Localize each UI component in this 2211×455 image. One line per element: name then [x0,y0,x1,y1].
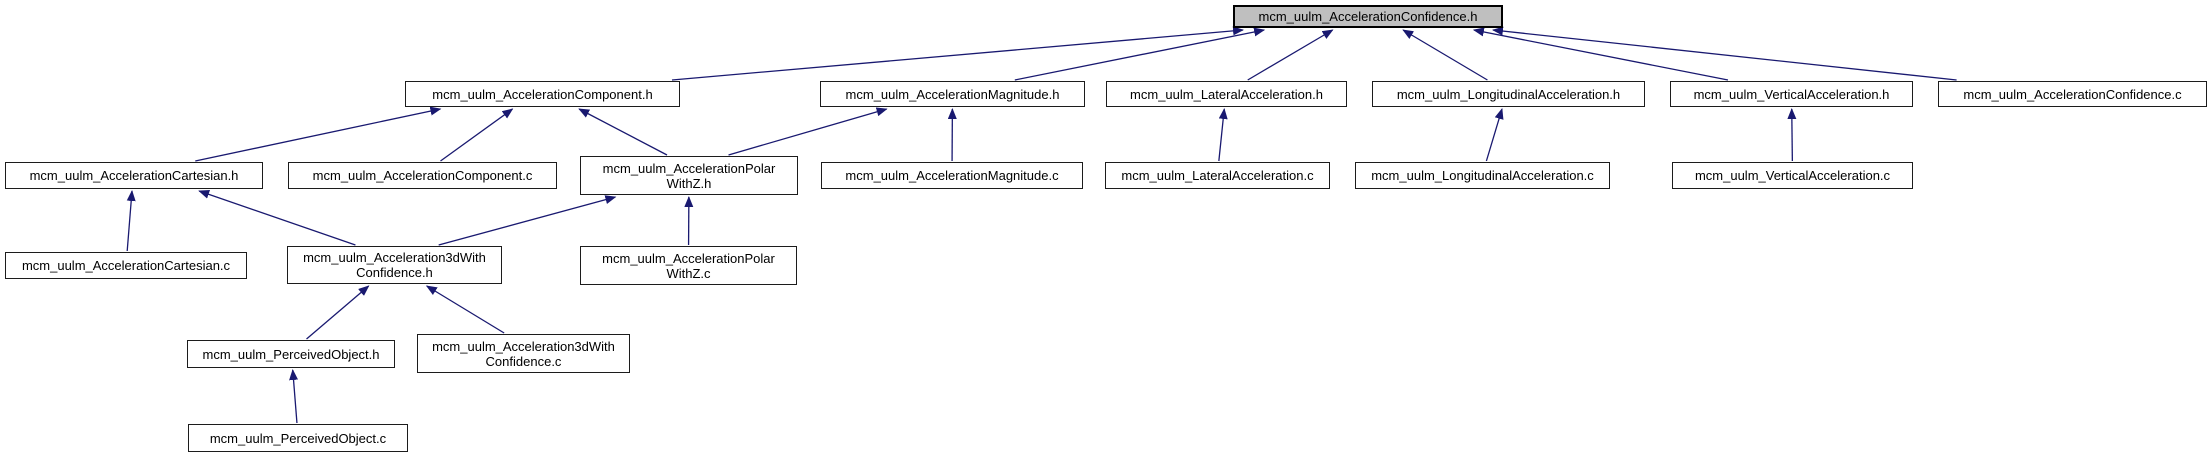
node-acceleration-polar-withz-c[interactable]: mcm_uulm_AccelerationPolar WithZ.c [580,246,797,285]
node-acceleration-magnitude-h[interactable]: mcm_uulm_AccelerationMagnitude.h [820,81,1085,107]
node-vertical-acceleration-c[interactable]: mcm_uulm_VerticalAcceleration.c [1672,162,1913,189]
node-perceived-object-c[interactable]: mcm_uulm_PerceivedObject.c [188,424,408,452]
node-label: mcm_uulm_LateralAcceleration.c [1121,168,1314,183]
node-acceleration-cartesian-c[interactable]: mcm_uulm_AccelerationCartesian.c [5,252,247,279]
node-label: mcm_uulm_Acceleration3dWith Confidence.h [303,250,486,280]
node-label: mcm_uulm_AccelerationConfidence.h [1258,9,1478,24]
node-label: mcm_uulm_LongitudinalAcceleration.h [1396,86,1621,102]
node-label: mcm_uulm_AccelerationConfidence.c [1963,86,2182,102]
node-acceleration-polar-withz-h[interactable]: mcm_uulm_AccelerationPolar WithZ.h [580,156,798,195]
node-label: mcm_uulm_VerticalAcceleration.c [1694,168,1891,183]
node-vertical-acceleration-h[interactable]: mcm_uulm_VerticalAcceleration.h [1670,81,1913,107]
node-label: mcm_uulm_LateralAcceleration.h [1130,86,1323,102]
node-acceleration-confidence-h[interactable]: mcm_uulm_AccelerationConfidence.h [1233,5,1503,28]
node-acceleration-magnitude-c[interactable]: mcm_uulm_AccelerationMagnitude.c [821,162,1083,189]
node-label: mcm_uulm_AccelerationMagnitude.c [845,168,1059,183]
node-longitudinal-acceleration-h[interactable]: mcm_uulm_LongitudinalAcceleration.h [1372,81,1645,107]
node-label: mcm_uulm_AccelerationComponent.h [432,86,653,102]
node-label: mcm_uulm_AccelerationPolar WithZ.c [602,250,775,281]
node-label: mcm_uulm_AccelerationPolar WithZ.h [602,160,776,191]
node-acceleration-confidence-c[interactable]: mcm_uulm_AccelerationConfidence.c [1938,81,2207,107]
node-acceleration-component-c[interactable]: mcm_uulm_AccelerationComponent.c [288,162,557,189]
node-lateral-acceleration-h[interactable]: mcm_uulm_LateralAcceleration.h [1106,81,1347,107]
node-acceleration3dwith-confidence-c[interactable]: mcm_uulm_Acceleration3dWith Confidence.c [417,334,630,373]
node-label: mcm_uulm_AccelerationComponent.c [312,168,533,183]
node-label: mcm_uulm_LongitudinalAcceleration.c [1371,168,1594,183]
node-label: mcm_uulm_PerceivedObject.c [209,430,387,446]
node-acceleration-cartesian-h[interactable]: mcm_uulm_AccelerationCartesian.h [5,162,263,189]
node-label: mcm_uulm_PerceivedObject.h [202,346,380,362]
node-label: mcm_uulm_AccelerationMagnitude.h [845,86,1060,102]
node-lateral-acceleration-c[interactable]: mcm_uulm_LateralAcceleration.c [1105,162,1330,189]
node-label: mcm_uulm_AccelerationCartesian.h [29,168,239,183]
node-acceleration3dwith-confidence-h[interactable]: mcm_uulm_Acceleration3dWith Confidence.h [287,246,502,284]
node-perceived-object-h[interactable]: mcm_uulm_PerceivedObject.h [187,340,395,368]
node-label: mcm_uulm_AccelerationCartesian.c [21,258,231,273]
node-longitudinal-acceleration-c[interactable]: mcm_uulm_LongitudinalAcceleration.c [1355,162,1610,189]
node-label: mcm_uulm_Acceleration3dWith Confidence.c [432,338,615,369]
node-acceleration-component-h[interactable]: mcm_uulm_AccelerationComponent.h [405,81,680,107]
node-label: mcm_uulm_VerticalAcceleration.h [1693,86,1890,102]
